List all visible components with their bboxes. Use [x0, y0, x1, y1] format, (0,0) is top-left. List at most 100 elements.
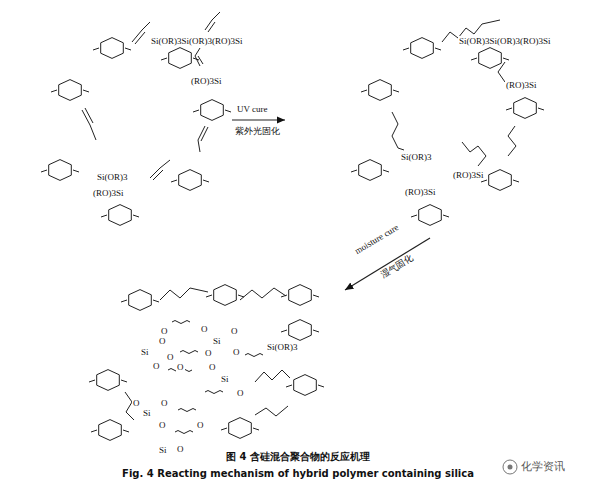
siloxane-bond: [178, 409, 196, 412]
siloxane-bond: [175, 431, 193, 434]
cyclohexane-ring: [289, 320, 312, 341]
chem-label: O: [152, 361, 161, 371]
watermark-icon: [503, 460, 517, 474]
siloxane-bond: [245, 354, 263, 357]
cyclohexane-ring: [129, 290, 152, 311]
chem-label: O: [160, 326, 169, 336]
chem-label: O: [208, 362, 217, 372]
polymer-backbone: [281, 330, 319, 332]
polymer-backbone: [281, 295, 319, 297]
polymer-backbone: [51, 90, 89, 92]
cyclohexane-ring: [411, 38, 434, 59]
vinyl-group: [82, 108, 96, 140]
vinyl-group: [205, 12, 220, 32]
chem-label: Si(OR)3: [96, 172, 129, 182]
cyclohexane-ring: [479, 48, 502, 69]
figure-caption: 图 4 含硅混合聚合物的反应机理: [0, 450, 596, 464]
siloxane-bond: [172, 321, 190, 324]
cyclohexane-ring: [179, 170, 202, 191]
cyclohexane-ring: [229, 418, 252, 439]
cyclohexane-ring: [514, 98, 537, 119]
polymer-backbone: [361, 90, 399, 92]
reaction-arrow: [232, 119, 285, 120]
crosslink-chain: [160, 288, 208, 300]
watermark-icon: [508, 465, 513, 470]
chem-label: O: [176, 362, 185, 372]
chem-label: moisture cure: [352, 222, 401, 257]
vinyl-group: [132, 22, 150, 44]
polymer-backbone: [351, 170, 389, 172]
chem-label: (RO)3Si: [92, 188, 125, 198]
chem-label: Si: [142, 408, 152, 418]
crosslink-chain: [508, 126, 516, 156]
vinyl-group: [198, 126, 208, 152]
crosslink-chain: [255, 370, 290, 382]
polymer-backbone: [171, 180, 209, 182]
cyclohexane-ring: [97, 370, 120, 391]
cyclohexane-ring: [214, 285, 237, 306]
chem-label: O: [236, 388, 245, 398]
chem-label: Si: [212, 336, 222, 346]
polymer-backbone: [403, 48, 441, 50]
polymer-backbone: [506, 108, 544, 110]
chem-label: Si: [158, 445, 168, 455]
chem-label: O: [158, 420, 167, 430]
polymer-backbone: [93, 48, 131, 50]
chem-label: Si(OR)3: [400, 152, 433, 162]
chem-label: Si(OR)3: [266, 342, 299, 352]
siloxane-bond: [180, 351, 198, 354]
polymer-backbone: [471, 58, 509, 60]
chem-label: O: [200, 324, 209, 334]
cyclohexane-ring: [359, 160, 382, 181]
cyclohexane-ring: [419, 205, 442, 226]
polymer-backbone: [161, 58, 199, 60]
chem-label: (RO)3Si: [404, 187, 437, 197]
caption-english: Fig. 4 Reacting mechanism of hybrid poly…: [0, 468, 596, 479]
cyclohexane-ring: [289, 285, 312, 306]
cyclohexane-ring: [101, 38, 124, 59]
cyclohexane-ring: [59, 80, 82, 101]
polymer-backbone: [411, 215, 449, 217]
chem-label: 紫外光固化: [234, 126, 281, 136]
crosslink-chain: [255, 406, 288, 416]
chem-label: UV cure: [236, 104, 269, 114]
chem-label: O: [232, 347, 241, 357]
vinyl-group: [150, 160, 170, 180]
chem-label: Si(OR)3Si(OR)3(RO)3Si: [150, 36, 244, 46]
chem-label: O: [176, 444, 185, 454]
chem-label: (RO)3Si: [452, 170, 485, 180]
chem-label: (RO)3Si: [190, 76, 223, 86]
crosslink-chain: [498, 62, 505, 82]
chem-label: O: [166, 352, 175, 362]
polymer-backbone: [193, 110, 231, 112]
polymer-backbone: [286, 385, 324, 387]
polymer-backbone: [206, 295, 244, 297]
watermark: 化学资讯: [520, 462, 566, 472]
cyclohexane-ring: [369, 80, 392, 101]
chem-label: Si: [140, 347, 150, 357]
chem-label: O: [132, 398, 141, 408]
chem-label: Si(OR)3Si(OR)3(RO)3Si: [458, 36, 552, 46]
crosslink-chain: [240, 288, 286, 300]
polymer-backbone: [221, 428, 259, 430]
polymer-backbone: [481, 180, 519, 182]
cyclohexane-ring: [201, 100, 224, 121]
chem-label: O: [158, 336, 167, 346]
polymer-backbone: [101, 215, 139, 217]
polymer-backbone: [121, 300, 159, 302]
chem-label: Si: [220, 374, 230, 384]
cyclohexane-ring: [169, 48, 192, 69]
cyclohexane-ring: [99, 420, 122, 441]
vinyl-group: [195, 48, 203, 66]
polymer-backbone: [91, 430, 129, 432]
chem-label: O: [160, 398, 169, 408]
chem-label: O: [204, 348, 213, 358]
cyclohexane-ring: [109, 205, 132, 226]
chem-label: O: [230, 326, 239, 336]
crosslink-chain: [392, 112, 404, 150]
cyclohexane-ring: [294, 375, 317, 396]
chem-label: (RO)3Si: [505, 80, 538, 90]
cyclohexane-ring: [489, 170, 512, 191]
